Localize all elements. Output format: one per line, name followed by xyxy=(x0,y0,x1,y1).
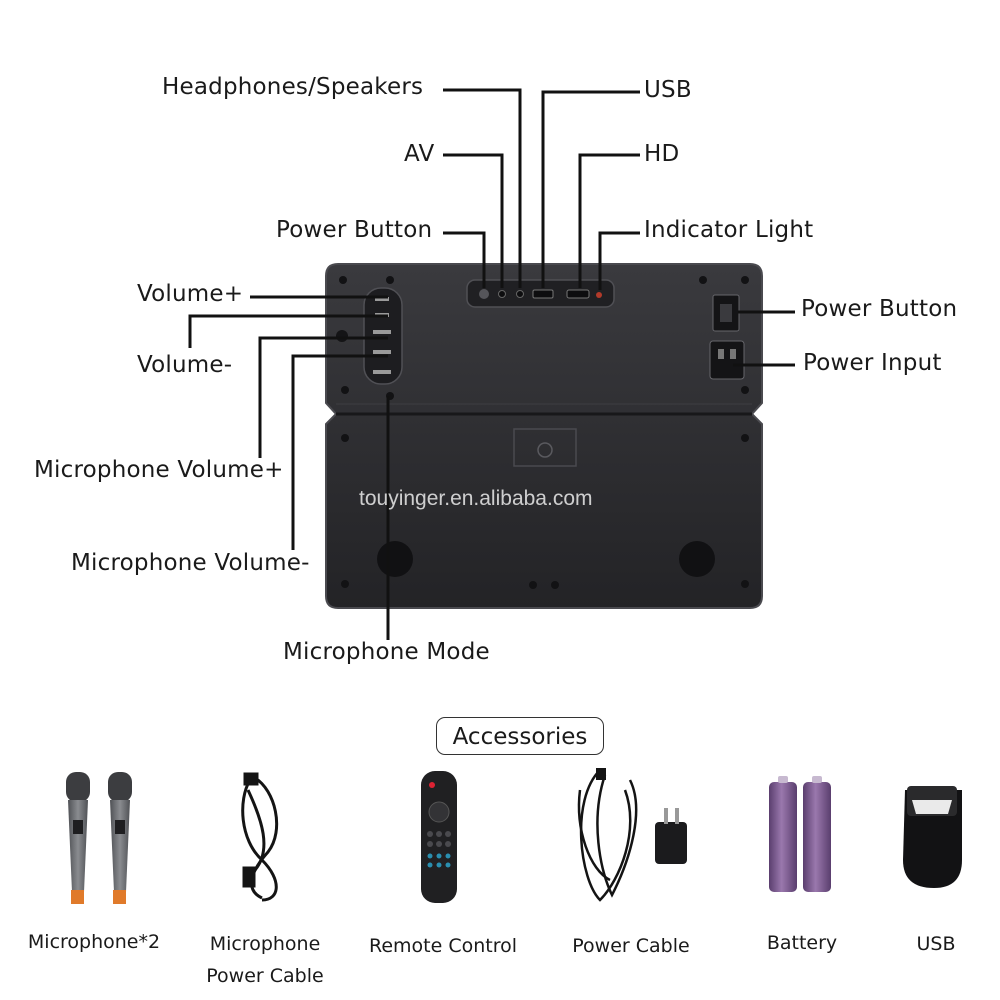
accessory-label-microphone: Microphone*2 xyxy=(27,931,161,953)
accessories-heading: Accessories xyxy=(436,717,604,755)
callout-av: AV xyxy=(404,141,435,167)
usb-port xyxy=(532,289,554,299)
power-button-port xyxy=(479,289,489,299)
control-strip xyxy=(363,287,403,385)
power-input-socket xyxy=(709,340,745,380)
power-cable-image xyxy=(577,768,687,902)
callout-volume-plus: Volume+ xyxy=(137,281,244,307)
mic-power-cable-image xyxy=(241,772,279,902)
callout-mic-volume-minus: Microphone Volume- xyxy=(71,550,310,576)
hd-port xyxy=(566,289,590,299)
remote-image xyxy=(421,771,457,903)
callout-power-button-top: Power Button xyxy=(276,217,433,243)
callout-power-button-right: Power Button xyxy=(801,296,958,322)
accessory-label-mic-power-cable-line2: Power Cable xyxy=(206,965,324,987)
watermark: touyinger.en.alibaba.com xyxy=(359,487,593,510)
callout-lines xyxy=(188,88,795,640)
usb-image xyxy=(903,786,962,888)
accessory-label-battery: Battery xyxy=(766,932,838,954)
callout-mic-volume-plus: Microphone Volume+ xyxy=(34,457,284,483)
headphone-port xyxy=(516,290,524,298)
speaker-back-panel xyxy=(325,263,763,609)
callout-headphones-speakers: Headphones/Speakers xyxy=(162,74,424,100)
callout-hd: HD xyxy=(644,141,680,167)
callout-usb: USB xyxy=(644,77,692,103)
callout-mic-mode: Microphone Mode xyxy=(283,639,490,665)
microphones-image xyxy=(66,772,132,904)
accessory-label-remote: Remote Control xyxy=(368,935,518,957)
av-port xyxy=(498,290,506,298)
accessory-label-usb: USB xyxy=(916,933,956,955)
callout-volume-minus: Volume- xyxy=(137,352,233,378)
indicator-light xyxy=(596,292,602,298)
callout-power-input: Power Input xyxy=(803,350,942,376)
callout-indicator-light: Indicator Light xyxy=(644,217,814,243)
accessory-label-mic-power-cable-line1: Microphone xyxy=(209,933,321,955)
accessory-label-power-cable: Power Cable xyxy=(572,935,690,957)
batteries-image xyxy=(769,776,831,892)
